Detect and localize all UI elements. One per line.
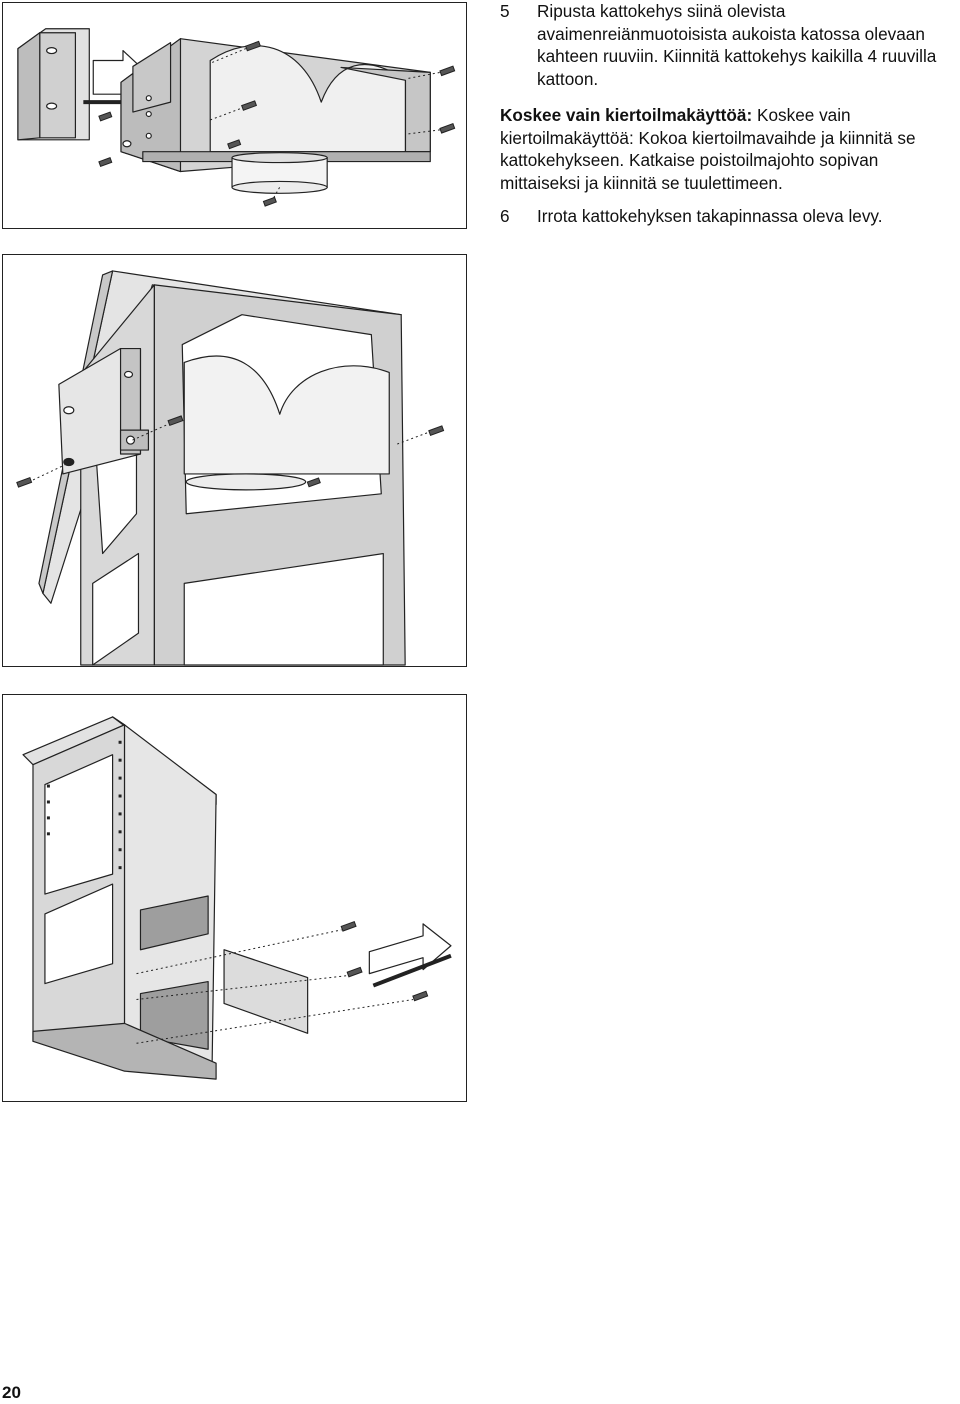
rear-plate-removal-drawing: [22, 716, 452, 1080]
recirculation-note-text: Koskee vain kiertoilmakäyttöä: Kokoa kie…: [500, 105, 916, 193]
step-6-text: Irrota kattokehyksen takapinnassa oleva …: [537, 206, 883, 226]
recirculation-note-label: Koskee vain kiertoilmakäyttöä:: [500, 105, 753, 125]
step-6-number: 6: [500, 206, 510, 226]
ceiling-frame-mounting-drawing: [17, 28, 456, 207]
recirculation-unit-drawing: [16, 270, 445, 666]
illustration-recirculation-unit: [2, 254, 467, 667]
page-number: 20: [2, 1383, 21, 1402]
step-5-text: Ripusta kattokehys siinä olevista avaime…: [537, 1, 937, 89]
step-5: 5 Ripusta kattokehys siinä olevista avai…: [500, 0, 960, 90]
illustration-remove-rear-plate: [2, 694, 467, 1102]
illustration-mount-ceiling-frame: [2, 2, 467, 229]
instruction-steps: 5 Ripusta kattokehys siinä olevista avai…: [500, 0, 960, 228]
step-6: 6 Irrota kattokehyksen takapinnassa olev…: [500, 205, 960, 228]
step-5-number: 5: [500, 1, 510, 21]
recirculation-note: Koskee vain kiertoilmakäyttöä: Koskee va…: [500, 104, 960, 194]
